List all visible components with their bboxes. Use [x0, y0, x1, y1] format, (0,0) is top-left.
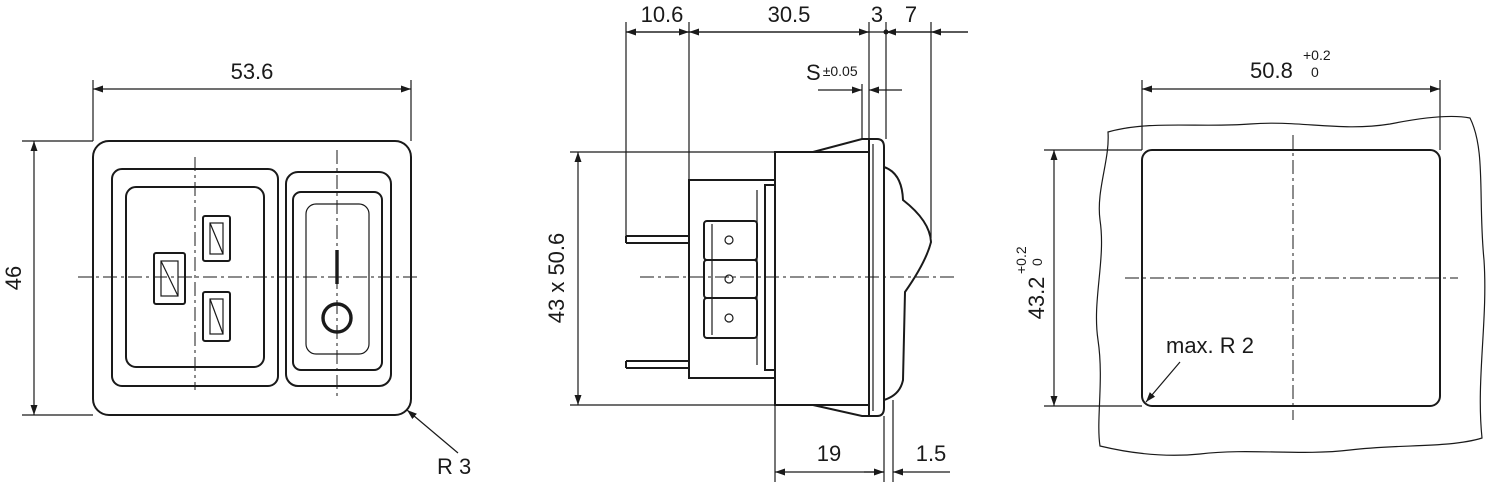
switch-module-outer — [285, 171, 392, 387]
cutout-view: 50.8 +0.2 0 43.2 +0.2 0 max. R 2 — [1013, 47, 1486, 456]
side-view: 10.6 30.5 3 7 S±0.05 43 x 50.6 19 1.5 — [544, 2, 968, 482]
cutout-width-value: 50.8 — [1250, 58, 1293, 83]
side-s-tolerance: ±0.05 — [823, 63, 858, 79]
front-height-label: 46 — [1, 266, 26, 290]
front-width-label: 53.6 — [231, 59, 274, 84]
front-radius-label: R 3 — [437, 454, 471, 479]
side-bezel-label: 1.5 — [916, 441, 947, 466]
cutout-width-tol-upper: +0.2 — [1303, 47, 1331, 63]
cutout-height-tol-upper: +0.2 — [1013, 246, 1029, 274]
svg-text:50.8: 50.8 — [1250, 58, 1293, 83]
side-dim-flange-label: 3 — [871, 2, 883, 27]
side-s-label: S±0.05 — [806, 60, 858, 85]
inlet-pin-top — [202, 215, 231, 262]
front-outer-frame — [92, 140, 412, 416]
inlet-pin-left — [153, 252, 186, 305]
terminal-tabs — [703, 220, 758, 339]
switch-body — [774, 151, 870, 406]
cutout-radius-label: max. R 2 — [1166, 333, 1254, 358]
front-view: 53.6 46 R 3 — [1, 59, 471, 479]
inlet-pin-bottom — [202, 291, 231, 342]
side-dim-rocker-label: 7 — [905, 2, 917, 27]
side-dim-pins-label: 10.6 — [641, 2, 684, 27]
cutout-height-tol-lower: 0 — [1029, 258, 1045, 266]
rocker-profile — [883, 166, 933, 401]
side-s-symbol: S — [806, 60, 821, 85]
front-radius-leader — [406, 409, 459, 454]
side-height-label: 43 x 50.6 — [544, 233, 569, 324]
cutout-width-tol-lower: 0 — [1311, 64, 1319, 80]
cutout-radius-leader — [1145, 361, 1181, 403]
side-dim-body-label: 30.5 — [768, 2, 811, 27]
panel-outline — [1095, 115, 1486, 456]
side-depth-label: 19 — [817, 441, 841, 466]
front-flange — [868, 138, 885, 417]
terminal-block — [688, 179, 776, 379]
panel-cutout — [1141, 149, 1441, 407]
cutout-height-value: 43.2 — [1024, 277, 1049, 320]
